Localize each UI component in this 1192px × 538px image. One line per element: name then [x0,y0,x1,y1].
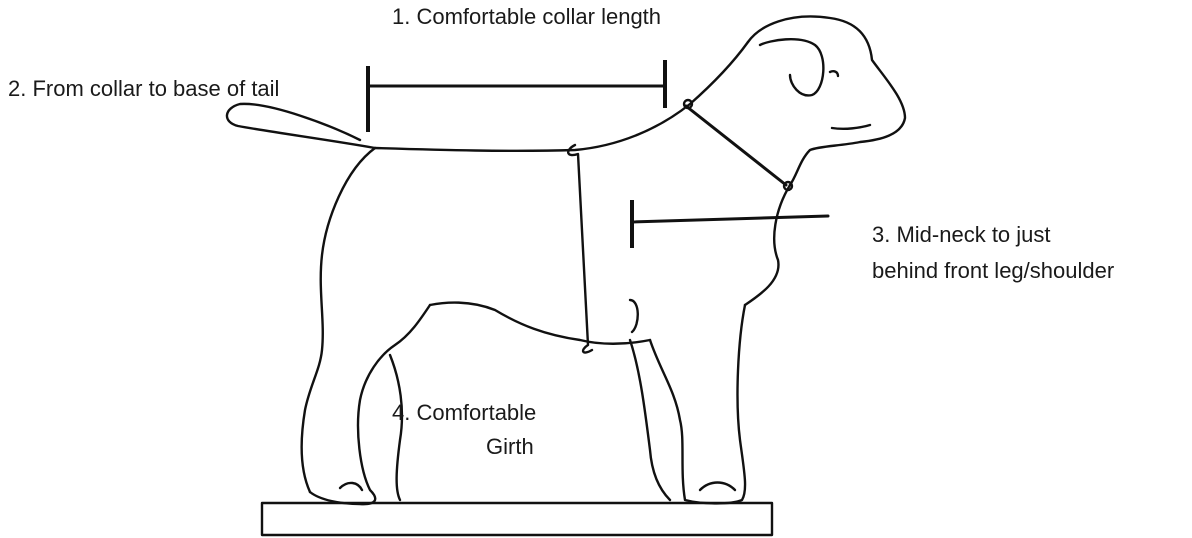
dog-front-leg [650,305,745,503]
dog-hind-leg-outer [302,148,375,492]
dog-shoulder-curve [630,300,638,332]
dog-belly [430,303,650,344]
dog-tail [227,104,375,148]
dog-eye [830,71,838,76]
label-mid-neck-line1: 3. Mid-neck to just [872,220,1051,250]
display-base-plate [262,503,772,535]
dog-ear [760,39,823,95]
girth-measure [568,145,592,353]
label-girth-line1: 4. Comfortable [392,398,536,428]
label-collar-length: 1. Comfortable collar length [392,2,661,32]
neck-to-shoulder-measure [632,200,828,248]
dog-chest [745,185,790,305]
dog-paw-front [700,483,735,491]
label-girth-line2: Girth [486,432,534,462]
label-collar-to-tail: 2. From collar to base of tail [8,74,279,104]
dog-back-line [375,42,748,151]
back-length-measure [368,60,665,132]
collar-measure [684,100,792,190]
dog-mouth [832,125,870,129]
dog-paw-hind [340,483,362,490]
dog-silhouette [227,17,905,505]
label-mid-neck-line2: behind front leg/shoulder [872,256,1114,286]
dog-far-front-leg [630,340,670,500]
